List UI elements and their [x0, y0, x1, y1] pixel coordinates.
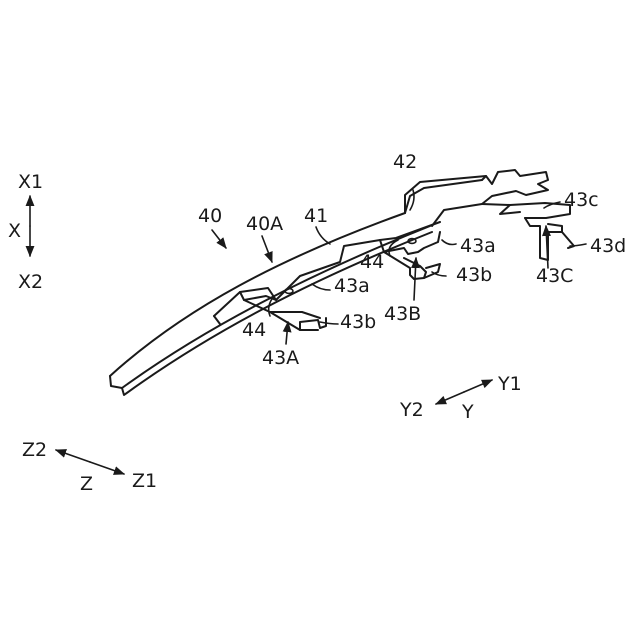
label-40A: 40A [246, 213, 283, 235]
z-axis-indicator: Z2 Z Z1 [22, 439, 157, 495]
label-43A: 43A [262, 347, 299, 369]
label-43a-right: 43a [460, 235, 496, 257]
label-44-left: 44 [242, 319, 266, 341]
label-43a-left: 43a [334, 275, 370, 297]
x-axis-indicator: X1 X X2 [8, 171, 43, 293]
label-43b-right: 43b [456, 264, 492, 286]
label-43d: 43d [590, 235, 626, 257]
label-43c: 43c [564, 189, 599, 211]
part-labels: 40 40A 41 42 43c 43d 43C 43a 43b 44 43B … [198, 151, 626, 369]
x-axis-name: X [8, 220, 21, 242]
x-axis-plus: X1 [18, 171, 43, 193]
label-42: 42 [393, 151, 417, 173]
y-axis-name: Y [461, 401, 474, 423]
z-axis-plus: Z1 [132, 470, 157, 492]
y-axis-minus: Y2 [399, 399, 424, 421]
label-43b-left: 43b [340, 311, 376, 333]
label-43C: 43C [536, 265, 573, 287]
z-axis-minus: Z2 [22, 439, 47, 461]
z-axis-name: Z [80, 473, 93, 495]
x-axis-minus: X2 [18, 271, 43, 293]
y-axis-indicator: Y1 Y Y2 [399, 373, 522, 423]
label-40: 40 [198, 205, 222, 227]
label-43B: 43B [384, 303, 421, 325]
label-44-right: 44 [360, 251, 384, 273]
label-41: 41 [304, 205, 328, 227]
y-axis-plus: Y1 [497, 373, 522, 395]
